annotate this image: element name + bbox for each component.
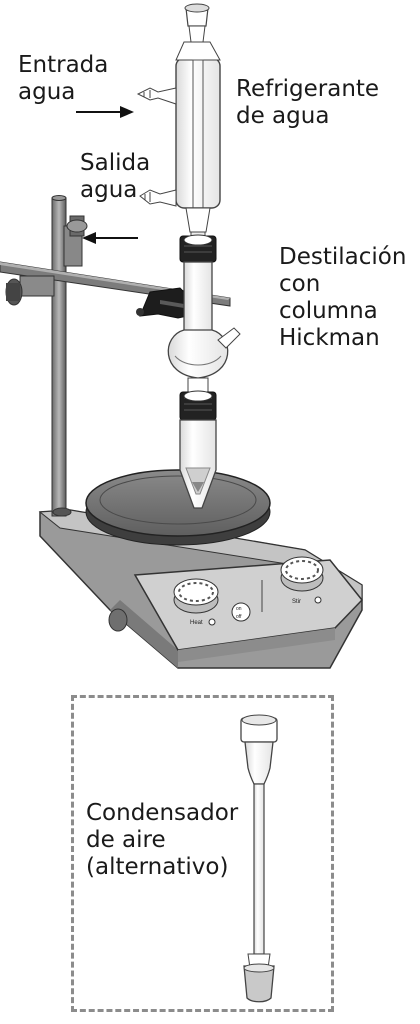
- inlet-arrow-icon: [76, 106, 134, 118]
- heat-indicator-icon: [208, 618, 216, 626]
- power-switch-off-label: off: [236, 614, 242, 620]
- power-switch-on-label: on: [236, 606, 242, 612]
- condenser-label-line1: Refrigerante: [236, 76, 380, 102]
- power-switch: on off: [231, 602, 251, 622]
- air-condenser: [240, 714, 278, 1003]
- air-condenser-label: Condensador de aire (alternativo): [86, 800, 238, 881]
- stir-knob: [280, 556, 324, 592]
- conical-vial: [179, 390, 217, 509]
- heat-label: Heat: [190, 620, 203, 626]
- distillation-label-line4: Hickman: [279, 325, 380, 351]
- distillation-label-line1: Destilación: [279, 244, 407, 270]
- water-outlet-label-line2: agua: [80, 177, 138, 203]
- heat-knob: [173, 578, 219, 614]
- water-outlet-label-line1: Salida: [80, 150, 151, 176]
- distillation-label-line3: columna: [279, 298, 378, 324]
- stir-indicator-icon: [314, 596, 322, 604]
- air-condenser-box: [71, 695, 334, 1012]
- water-condenser: [136, 3, 221, 247]
- hotplate-stirrer: Heat Stir on off: [38, 469, 363, 669]
- stir-label: Stir: [292, 599, 301, 605]
- air-condenser-label-line2: de aire: [86, 827, 166, 853]
- distillation-label: Destilación con columna Hickman: [279, 244, 406, 352]
- outlet-arrow-icon: [82, 232, 138, 244]
- condenser-label-line2: de agua: [236, 103, 330, 129]
- air-condenser-label-line1: Condensador: [86, 800, 239, 826]
- condenser-label: Refrigerante de agua: [236, 76, 379, 130]
- water-inlet-label-line2: agua: [18, 79, 76, 105]
- water-outlet-label: Salida agua: [80, 150, 150, 204]
- distillation-label-line2: con: [279, 271, 321, 297]
- air-condenser-label-line3: (alternativo): [86, 854, 229, 880]
- water-inlet-label-line1: Entrada: [18, 52, 109, 78]
- hickman-still: [167, 234, 241, 393]
- water-inlet-label: Entrada agua: [18, 52, 108, 106]
